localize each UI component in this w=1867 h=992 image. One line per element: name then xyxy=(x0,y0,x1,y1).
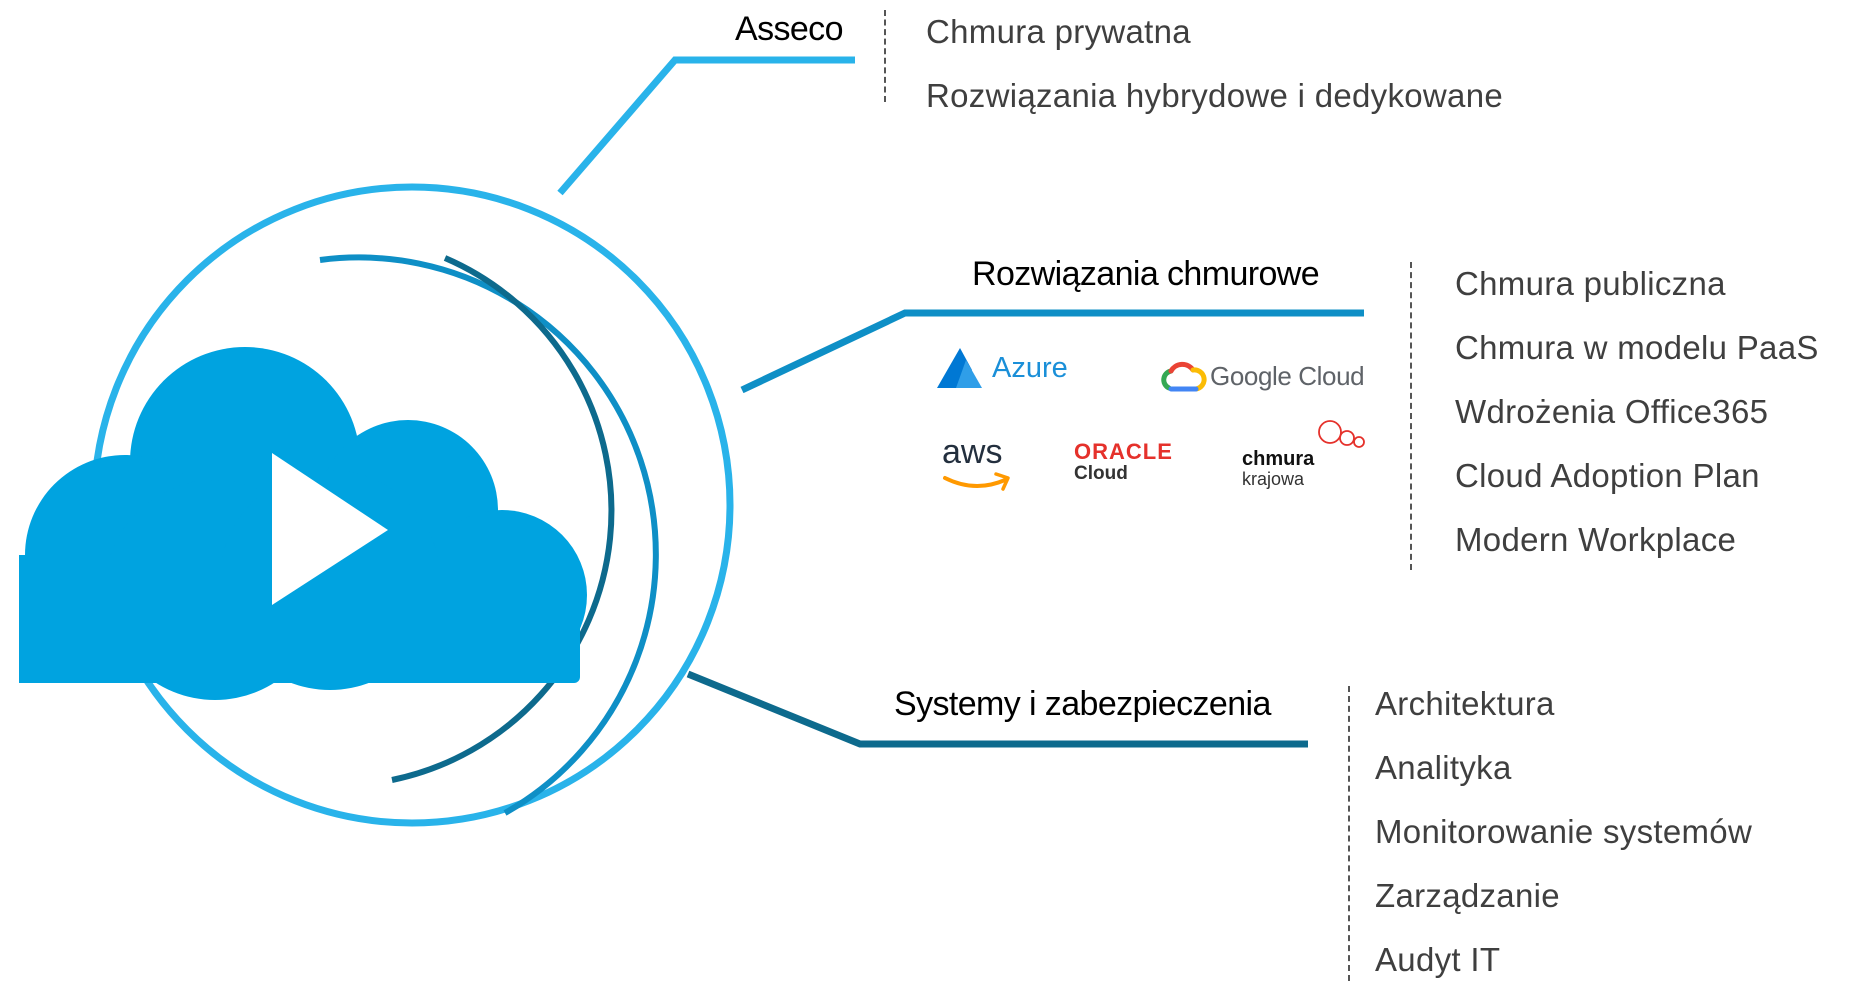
list-item: Architektura xyxy=(1375,685,1555,722)
chmura-krajowa-rings-icon xyxy=(1318,420,1365,448)
cloud-play-icon xyxy=(19,347,587,700)
list-item: Wdrożenia Office365 xyxy=(1455,393,1769,430)
list-item: Modern Workplace xyxy=(1455,521,1737,558)
oracle-logo-text: ORACLE xyxy=(1074,439,1173,464)
asseco-items: Chmura prywatna Rozwiązania hybrydowe i … xyxy=(926,0,1503,128)
list-item: Audyt IT xyxy=(1375,941,1501,978)
azure-logo: Azure xyxy=(992,352,1068,385)
asseco-connector xyxy=(557,56,855,196)
azure-logo-icon xyxy=(937,348,982,388)
oracle-cloud-logo: ORACLE Cloud xyxy=(1074,441,1173,485)
asseco-label: Asseco xyxy=(735,10,844,48)
systems-security-items: Architektura Analityka Monitorowanie sys… xyxy=(1375,672,1752,992)
list-item: Chmura w modelu PaaS xyxy=(1455,329,1819,366)
google-cloud-logo-text: Google Cloud xyxy=(1210,361,1365,391)
list-item: Chmura prywatna xyxy=(926,13,1191,50)
systems-divider xyxy=(1348,686,1350,981)
inner-ring-arc xyxy=(391,255,615,783)
aws-logo: aws xyxy=(942,435,1002,469)
cloud-solutions-divider xyxy=(1410,262,1412,570)
systems-connector xyxy=(686,670,1308,748)
list-item: Cloud Adoption Plan xyxy=(1455,457,1760,494)
list-item: Rozwiązania hybrydowe i dedykowane xyxy=(926,77,1504,114)
oracle-cloud-text: Cloud xyxy=(1074,463,1128,484)
google-cloud-logo-icon xyxy=(1161,361,1207,392)
cloud-solutions-label: Rozwiązania chmurowe xyxy=(972,255,1320,293)
krajowa-logo-text: krajowa xyxy=(1242,469,1305,489)
list-item: Zarządzanie xyxy=(1375,877,1560,914)
list-item: Chmura publiczna xyxy=(1455,265,1726,302)
aws-logo-text: aws xyxy=(942,433,1003,471)
middle-ring-arc xyxy=(319,254,659,816)
list-item: Analityka xyxy=(1375,749,1512,786)
google-cloud-logo: Google Cloud xyxy=(1210,361,1365,392)
cloud-solutions-items: Chmura publiczna Chmura w modelu PaaS Wd… xyxy=(1455,252,1819,572)
chmura-krajowa-logo: chmura krajowa xyxy=(1242,449,1314,489)
list-item: Monitorowanie systemów xyxy=(1375,813,1753,850)
asseco-divider xyxy=(884,10,886,102)
chmura-logo-text: chmura xyxy=(1242,448,1315,470)
aws-smile-icon xyxy=(943,472,1010,491)
azure-logo-text: Azure xyxy=(992,352,1068,384)
systems-security-label: Systemy i zabezpieczenia xyxy=(894,685,1271,723)
cloud-solutions-connector xyxy=(740,309,1364,394)
